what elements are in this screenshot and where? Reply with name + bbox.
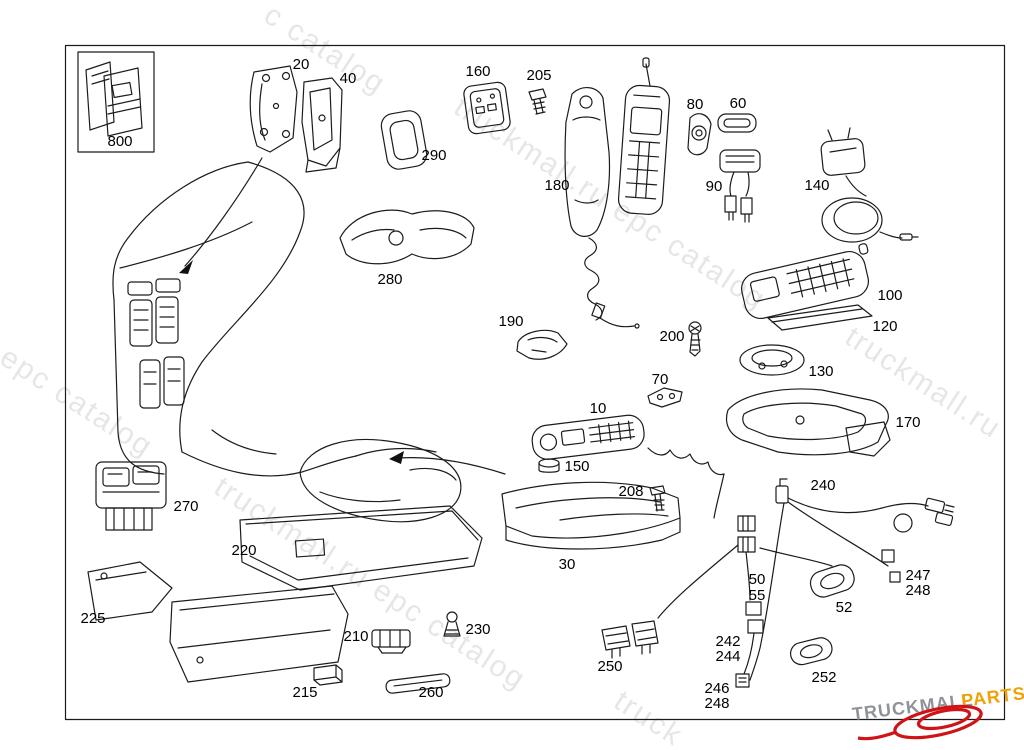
part-label-90: 90 — [706, 178, 723, 195]
part-225-art — [87, 561, 349, 683]
part-label-140: 140 — [804, 177, 829, 194]
part-200-art — [688, 321, 702, 357]
part-60-art — [717, 113, 757, 133]
part-90-art — [719, 149, 761, 223]
part-labels-layer: 800 20 40 160 205 290 180 80 60 90 140 280 100 120 190… — [80, 56, 930, 712]
part-label-248: 248 — [905, 582, 930, 599]
part-label-225: 225 — [80, 610, 105, 627]
part-80-art — [687, 113, 712, 156]
part-label-52: 52 — [836, 599, 853, 616]
part-label-220: 220 — [231, 542, 256, 559]
diagram-frame — [64, 44, 1006, 721]
callout-arrows — [179, 157, 506, 475]
part-160-art — [463, 81, 511, 135]
part-140-art — [820, 127, 919, 243]
part-30-art — [501, 481, 681, 550]
part-label-190: 190 — [498, 313, 523, 330]
watermark-text-3: l epc catalog — [0, 330, 159, 464]
part-label-260: 260 — [418, 684, 443, 701]
part-label-280: 280 — [377, 271, 402, 288]
part-label-290: 290 — [421, 147, 446, 164]
part-label-246: 246 — [704, 680, 729, 697]
part-label-208: 208 — [618, 483, 643, 500]
part-220-art — [239, 505, 483, 591]
part-70-art — [647, 387, 683, 408]
part-label-40: 40 — [340, 70, 357, 87]
part-190-art — [516, 329, 568, 360]
dashboard-sketch-art — [112, 161, 462, 523]
part-250-art — [601, 620, 659, 659]
part-130-art — [739, 344, 805, 376]
part-label-247: 247 — [905, 567, 930, 584]
part-label-20: 20 — [293, 56, 310, 73]
part-52-art — [759, 547, 855, 598]
part-label-800: 800 — [107, 133, 132, 150]
part-208-art — [649, 485, 666, 512]
part-240-art — [749, 478, 955, 681]
mobile-phone-art — [617, 57, 671, 215]
diagram-line-art — [64, 44, 1006, 721]
watermark-text-1: truckmall.ru epc catalog — [448, 90, 772, 316]
part-280-art — [339, 209, 475, 265]
part-label-270: 270 — [173, 498, 198, 515]
part-270-art — [95, 461, 167, 531]
part-20-art — [249, 65, 298, 153]
part-label-215: 215 — [292, 684, 317, 701]
part-120-art — [767, 304, 873, 331]
watermark-text-0: c catalog — [258, 0, 392, 101]
part-label-50: 50 — [749, 571, 766, 588]
part-label-55: 55 — [749, 587, 766, 604]
part-215-art — [313, 664, 343, 686]
part-230-art — [443, 611, 461, 637]
part-label-120: 120 — [872, 318, 897, 335]
part-label-248: 248 — [704, 695, 729, 712]
part-label-10: 10 — [590, 400, 607, 417]
part-label-60: 60 — [730, 95, 747, 112]
part-label-100: 100 — [877, 287, 902, 304]
part-180-art — [564, 87, 640, 329]
part-label-200: 200 — [659, 328, 684, 345]
part-label-250: 250 — [597, 658, 622, 675]
part-252-art — [789, 637, 833, 666]
part-label-205: 205 — [526, 67, 551, 84]
part-label-242: 242 — [715, 633, 740, 650]
part-290-art — [380, 110, 428, 170]
part-800-manuals-art — [77, 51, 155, 153]
part-label-252: 252 — [811, 669, 836, 686]
part-label-244: 244 — [715, 648, 740, 665]
part-260-art — [385, 673, 451, 694]
part-40-art — [301, 77, 343, 173]
part-label-160: 160 — [465, 63, 490, 80]
part-50-55-art — [657, 515, 756, 619]
part-100-art — [741, 243, 869, 319]
part-label-130: 130 — [808, 363, 833, 380]
watermark-text-2: truckmall.ru — [839, 320, 1007, 445]
part-label-210: 210 — [343, 628, 368, 645]
part-label-70: 70 — [652, 371, 669, 388]
watermark-text-4: truckmall.ru epc catalog — [208, 470, 532, 696]
part-170-art — [725, 388, 891, 457]
part-150-art — [538, 458, 560, 473]
part-label-180: 180 — [544, 177, 569, 194]
part-205-art — [528, 88, 547, 115]
watermark-text-5: truck — [608, 684, 689, 750]
part-210-art — [371, 629, 411, 654]
logo-swoosh-icon — [857, 704, 983, 741]
part-label-150: 150 — [564, 458, 589, 475]
part-246-248-art — [735, 673, 750, 688]
part-label-170: 170 — [895, 414, 920, 431]
part-10-art — [531, 414, 725, 519]
part-label-30: 30 — [559, 556, 576, 573]
part-label-80: 80 — [687, 96, 704, 113]
part-label-230: 230 — [465, 621, 490, 638]
part-242-244-art — [743, 601, 764, 675]
truckmall-logo: TRUCKMALL PARTS — [851, 683, 1024, 724]
part-label-240: 240 — [810, 477, 835, 494]
